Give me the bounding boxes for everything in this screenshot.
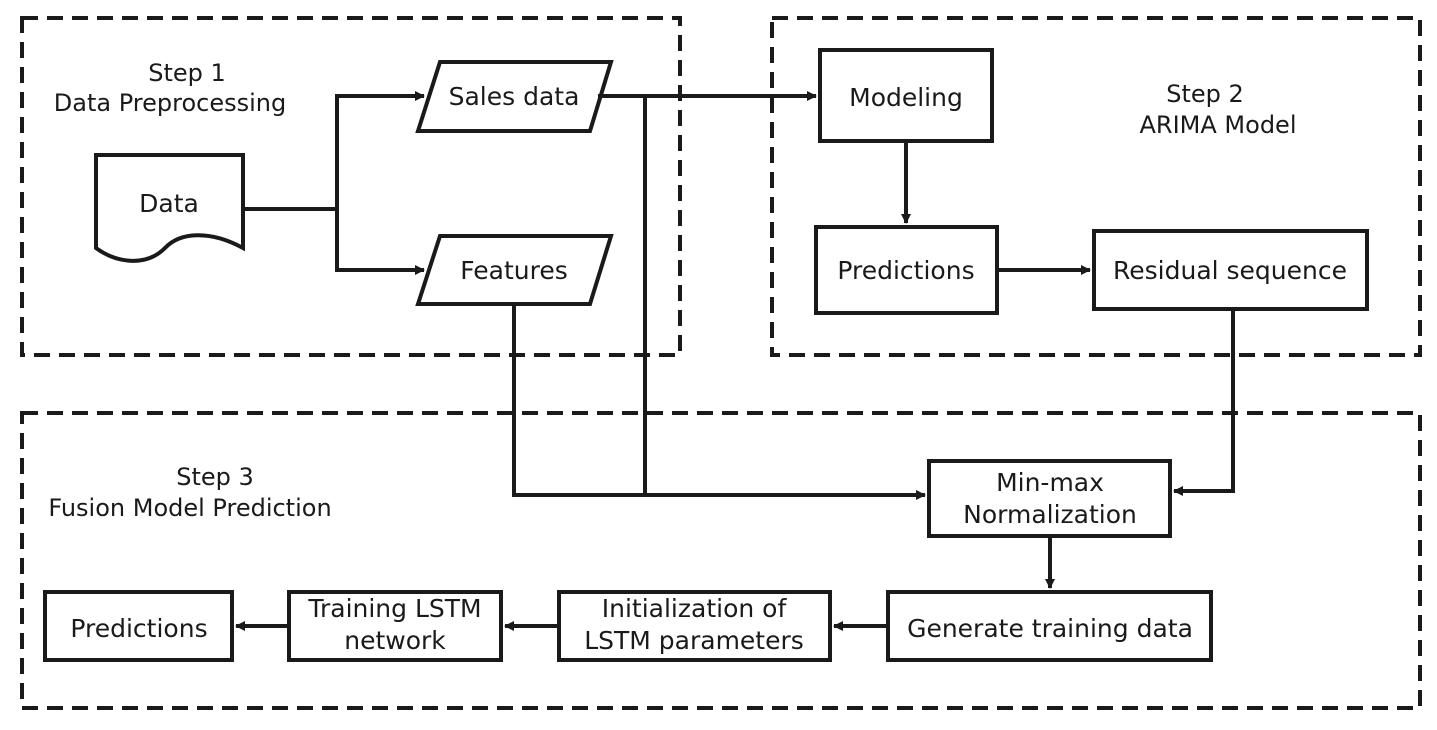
generate-training-data-node: Generate training data bbox=[886, 590, 1213, 662]
step3-title: Fusion Model Prediction bbox=[48, 494, 331, 522]
edge-branch-to-sales bbox=[335, 91, 425, 209]
init-lstm-params-node: Initialization of LSTM parameters bbox=[557, 590, 832, 662]
step1-title: Data Preprocessing bbox=[54, 89, 286, 117]
training-label-line1: Training LSTM bbox=[307, 594, 481, 623]
edge-residual-to-minmax bbox=[1173, 309, 1235, 496]
training-lstm-node: Training LSTM network bbox=[287, 590, 503, 662]
features-label: Features bbox=[460, 256, 568, 285]
training-label-line2: network bbox=[344, 626, 446, 655]
data-label: Data bbox=[139, 189, 199, 218]
step1-frame bbox=[20, 16, 682, 357]
step2-title: ARIMA Model bbox=[1140, 111, 1297, 139]
step2-number: Step 2 bbox=[1166, 80, 1244, 108]
step3-frame bbox=[20, 411, 1422, 710]
step3-number: Step 3 bbox=[176, 463, 254, 491]
init-label-line2: LSTM parameters bbox=[584, 626, 804, 655]
data-document-node: Data bbox=[94, 153, 245, 263]
arima-predictions-label: Predictions bbox=[837, 256, 974, 285]
minmax-label-line1: Min-max bbox=[996, 468, 1104, 497]
step2-frame bbox=[770, 16, 1422, 357]
features-node: Features bbox=[415, 234, 614, 306]
generate-training-data-label: Generate training data bbox=[907, 614, 1193, 643]
arima-predictions-node: Predictions bbox=[814, 225, 999, 315]
modeling-node: Modeling bbox=[818, 48, 994, 143]
residual-sequence-node: Residual sequence bbox=[1092, 229, 1369, 311]
step1-number: Step 1 bbox=[148, 59, 226, 87]
sales-data-label: Sales data bbox=[449, 82, 580, 111]
final-predictions-node: Predictions bbox=[43, 590, 234, 662]
residual-sequence-label: Residual sequence bbox=[1113, 256, 1347, 285]
modeling-label: Modeling bbox=[849, 83, 963, 112]
minmax-normalization-node: Min-max Normalization bbox=[927, 459, 1172, 538]
edge-branch-to-features bbox=[335, 209, 425, 275]
edge-features-to-minmax bbox=[512, 304, 926, 500]
final-predictions-label: Predictions bbox=[70, 614, 207, 643]
init-label-line1: Initialization of bbox=[602, 594, 788, 623]
sales-data-node: Sales data bbox=[415, 60, 614, 133]
minmax-label-line2: Normalization bbox=[963, 500, 1137, 529]
